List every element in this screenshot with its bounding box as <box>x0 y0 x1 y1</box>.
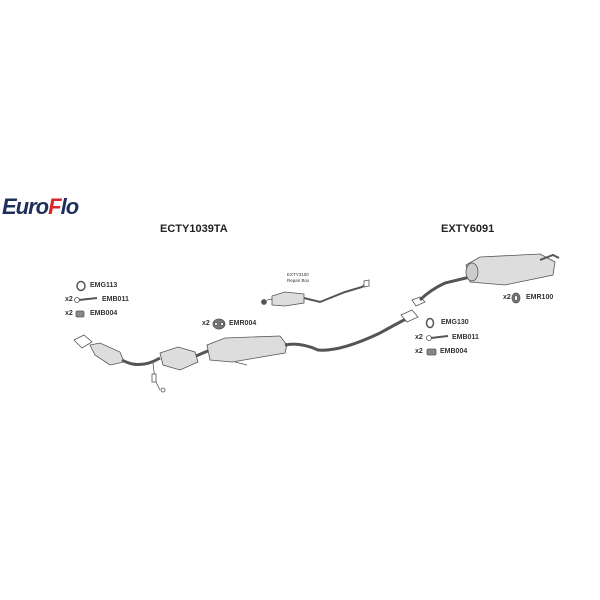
part-emb004-rear[interactable]: EMB004 <box>440 348 468 355</box>
rear-section-title: EXTY6091 <box>441 223 495 235</box>
eurofl-logo: EuroFlo <box>2 194 79 219</box>
bolt-icon <box>426 335 449 341</box>
part-emb011-front[interactable]: EMB011 <box>102 296 129 303</box>
part-emb004-front[interactable]: EMB004 <box>90 310 118 317</box>
qty-label: x2 <box>503 294 511 301</box>
nut-icon <box>426 348 437 356</box>
repair-box-part <box>261 279 370 307</box>
part-emr100[interactable]: EMR100 <box>526 294 554 301</box>
part-emr004[interactable]: EMR004 <box>229 320 257 327</box>
front-section-title: ECTY1039TA <box>160 223 228 235</box>
rubber-mount-icon <box>511 292 521 304</box>
middle-silencer <box>206 309 419 366</box>
rubber-mount-icon <box>212 318 226 330</box>
rear-silencer <box>411 253 560 307</box>
catalytic-converter-front-pipe <box>73 334 211 393</box>
gasket-icon <box>425 317 435 329</box>
qty-label: x2 <box>65 296 73 303</box>
part-emb011-rear[interactable]: EMB011 <box>452 334 479 341</box>
bolt-icon <box>74 297 98 303</box>
gasket-icon <box>76 280 86 292</box>
qty-label: x2 <box>415 348 423 355</box>
qty-label: x2 <box>202 320 210 327</box>
part-emg113[interactable]: EMG113 <box>90 282 118 289</box>
qty-label: x2 <box>65 310 73 317</box>
qty-label: x2 <box>415 334 423 341</box>
nut-icon <box>75 310 85 318</box>
part-emg130[interactable]: EMG130 <box>441 319 469 326</box>
